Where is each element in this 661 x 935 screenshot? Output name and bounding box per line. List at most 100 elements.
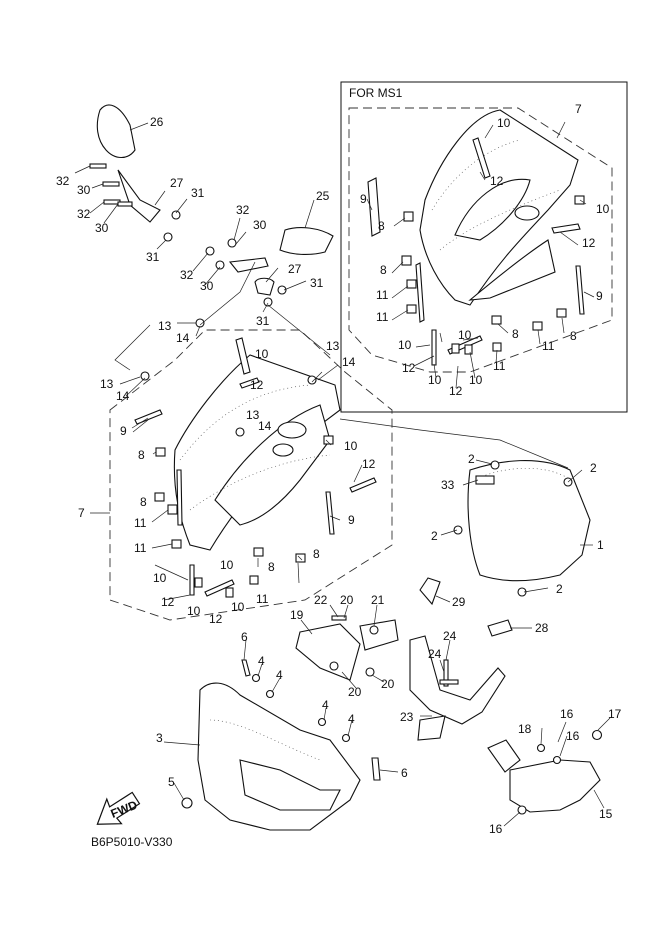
callout-10: 10 [596,202,610,216]
callout-13: 13 [246,408,260,422]
callout-10: 10 [187,604,201,618]
callout-31: 31 [256,314,270,328]
cowling-lower-hole [272,443,294,457]
under-cover-bracket [487,739,521,773]
callout-30: 30 [253,218,267,232]
callout-31: 31 [191,186,205,200]
callout-11: 11 [256,592,269,606]
mid-fasteners [329,615,459,687]
callout-11: 11 [542,339,555,353]
callout-2: 2 [556,582,563,596]
callout-12: 12 [490,174,504,188]
callout-30: 30 [95,221,109,235]
callout-20: 20 [381,677,395,691]
callout-12: 12 [209,612,223,626]
callout-6: 6 [241,630,248,644]
ms1-box-title: FOR MS1 [349,86,403,100]
callout-31: 31 [310,276,324,290]
bracket-28 [487,619,513,637]
callout-10: 10 [398,338,412,352]
callout-10: 10 [220,558,234,572]
callout-10: 10 [344,439,358,453]
callout-28: 28 [535,621,549,635]
callout-30: 30 [200,279,214,293]
callout-20: 20 [340,593,354,607]
callout-29: 29 [452,595,466,609]
callout-9: 9 [360,192,367,206]
callout-8: 8 [138,448,145,462]
callout-30: 30 [77,183,91,197]
callout-18: 18 [518,722,532,736]
callout-9: 9 [348,513,355,527]
callout-24: 24 [443,629,457,643]
callout-7: 7 [78,506,85,520]
windshield-part [467,459,591,582]
callout-8: 8 [380,263,387,277]
main-small-parts [134,337,377,598]
callout-1: 1 [597,538,604,552]
callout-14: 14 [176,331,190,345]
callout-25: 25 [316,189,330,203]
callout-11: 11 [493,359,506,373]
stay-bracket-lower [417,715,446,741]
callout-19: 19 [290,608,304,622]
callout-11: 11 [134,516,147,530]
callout-4: 4 [322,698,329,712]
fwd-arrow: FWD [96,791,141,825]
callout-11: 11 [376,288,389,302]
stay-19 [295,623,361,681]
callout-27: 27 [288,262,302,276]
ms1-small-parts [367,137,585,366]
callout-9: 9 [120,424,127,438]
fwd-label: FWD [109,798,140,821]
under-cover-part [509,759,601,813]
callout-10: 10 [428,373,442,387]
callout-16: 16 [560,707,574,721]
callout-9: 9 [596,289,603,303]
callout-labels: 26 32 30 32 30 27 31 31 25 32 30 32 30 2… [56,102,622,836]
callout-20: 20 [348,685,362,699]
callout-12: 12 [161,595,175,609]
main-assembly-outline [109,329,393,621]
callout-11: 11 [376,310,389,324]
callout-24: 24 [428,647,442,661]
windshield-edge [477,467,569,479]
callout-13: 13 [326,339,340,353]
left-mirror-part [96,104,136,159]
callout-12: 12 [582,236,596,250]
callout-14: 14 [116,389,130,403]
callout-8: 8 [268,560,275,574]
callout-32: 32 [77,207,91,221]
callout-4: 4 [258,654,265,668]
callout-2: 2 [468,452,475,466]
callout-32: 32 [180,268,194,282]
callout-32: 32 [236,203,250,217]
callout-12: 12 [449,384,463,398]
ms1-assembly-outline [348,107,613,373]
callout-10: 10 [469,373,483,387]
mirror-fasteners [89,163,317,437]
callout-10: 10 [255,347,269,361]
callout-13: 13 [100,377,114,391]
callout-4: 4 [276,668,283,682]
callout-4: 4 [348,712,355,726]
callout-21: 21 [371,593,385,607]
callout-8: 8 [570,329,577,343]
ms1-mirror-hole [514,205,540,221]
callout-12: 12 [362,457,376,471]
lower-fasteners [181,659,381,809]
callout-8: 8 [140,495,147,509]
callout-15: 15 [599,807,613,821]
callout-10: 10 [458,328,472,342]
right-mirror-part [279,227,334,255]
diagram-code: B6P5010-V330 [91,835,173,849]
cowling-dotted-outline [179,384,331,511]
callout-8: 8 [378,219,385,233]
windshield-screws [453,460,573,597]
callout-10: 10 [231,600,245,614]
leader-lines [74,121,611,827]
callout-32: 32 [56,174,70,188]
callout-31: 31 [146,250,160,264]
callout-12: 12 [402,361,416,375]
